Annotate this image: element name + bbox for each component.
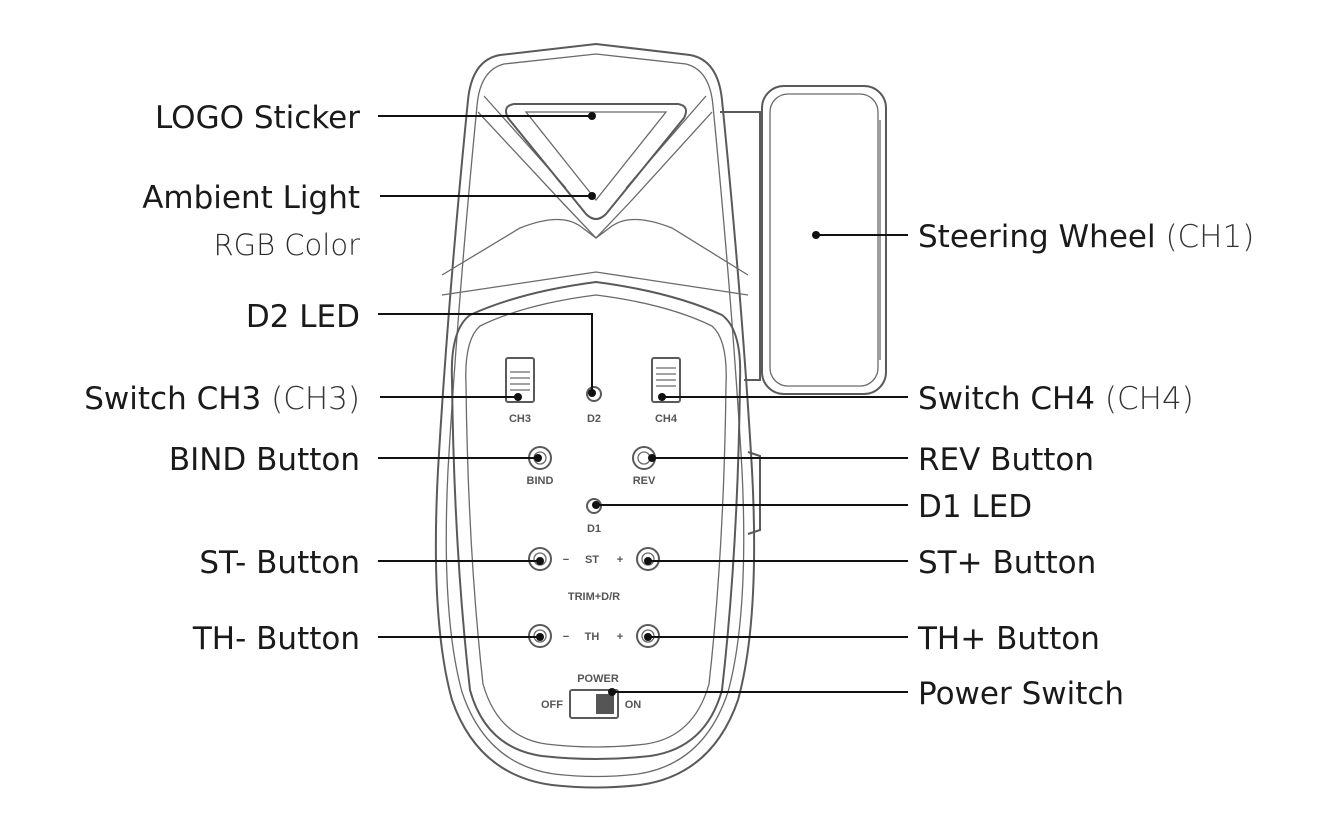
steering-wheel-inner — [769, 93, 879, 387]
wheel-mount — [720, 111, 761, 381]
callout-switch-ch3: Switch CH3 (CH3) — [84, 381, 360, 417]
ch4-switch-body — [651, 357, 681, 403]
callout-d2-led: D2 LED — [246, 299, 360, 335]
callout-rev-button: REV Button — [918, 442, 1094, 478]
d2-led — [586, 386, 602, 402]
logo-triangle-inner — [524, 111, 668, 202]
transmitter-body — [434, 42, 761, 789]
st-minus-sign: − — [563, 554, 569, 566]
ch3-switch-body — [505, 357, 535, 403]
callout-power-switch: Power Switch — [918, 676, 1124, 712]
panel-controls: CH3 D2 CH4 BIND REV D1 — [505, 357, 681, 719]
callout-st-minus-button: ST- Button — [199, 545, 360, 581]
power-switch-slider — [596, 694, 614, 714]
callout-th-minus-button: TH- Button — [192, 621, 360, 657]
on-panel-label: ON — [625, 699, 642, 711]
power-switch[interactable] — [569, 689, 619, 719]
d2-panel-label: D2 — [587, 413, 601, 425]
th-minus-sign: − — [563, 631, 569, 643]
callout-d1-led: D1 LED — [918, 489, 1032, 525]
callout-st-plus-button: ST+ Button — [918, 545, 1096, 581]
outer-shell — [434, 42, 756, 789]
callout-switch-ch4: Switch CH4 (CH4) — [918, 381, 1194, 417]
callout-labels-left: LOGO Sticker Ambient Light RGB Color D2 … — [84, 100, 360, 657]
leader-d2-led — [378, 313, 593, 393]
callout-ambient-light: Ambient Light — [142, 180, 360, 216]
st-plus-sign: + — [617, 554, 623, 566]
off-panel-label: OFF — [541, 699, 563, 711]
leader-lines — [378, 112, 908, 696]
th-plus-sign: + — [617, 631, 623, 643]
st-panel-label: ST — [585, 554, 599, 566]
mid-ridge — [441, 271, 749, 296]
side-grip — [747, 451, 761, 535]
front-panel — [450, 280, 742, 760]
callout-steering-wheel: Steering Wheel (CH1) — [918, 219, 1254, 255]
d1-panel-label: D1 — [587, 523, 601, 535]
steering-wheel-outer — [761, 85, 887, 395]
callout-th-plus-button: TH+ Button — [917, 621, 1100, 657]
callout-logo-sticker: LOGO Sticker — [155, 100, 360, 136]
trim-dr-panel-label: TRIM+D/R — [568, 591, 620, 603]
rev-panel-label: REV — [633, 475, 656, 487]
front-panel-inner — [465, 294, 727, 748]
callout-labels-right: Steering Wheel (CH1) Switch CH4 (CH4) RE… — [917, 219, 1254, 712]
logo-triangle — [505, 103, 687, 220]
lower-ridge — [441, 218, 749, 276]
callout-bind-button: BIND Button — [169, 442, 360, 478]
power-panel-label: POWER — [577, 673, 619, 685]
bind-panel-label: BIND — [527, 475, 554, 487]
ch4-switch[interactable] — [651, 357, 681, 403]
callout-ambient-light-sub: RGB Color — [213, 228, 360, 262]
ch3-panel-label: CH3 — [509, 413, 531, 425]
th-panel-label: TH — [585, 631, 600, 643]
top-ridge-right — [595, 95, 713, 239]
top-ridge-left — [477, 95, 597, 239]
steering-wheel — [761, 85, 887, 395]
ch4-panel-label: CH4 — [655, 413, 678, 425]
ch3-switch[interactable] — [505, 357, 535, 403]
